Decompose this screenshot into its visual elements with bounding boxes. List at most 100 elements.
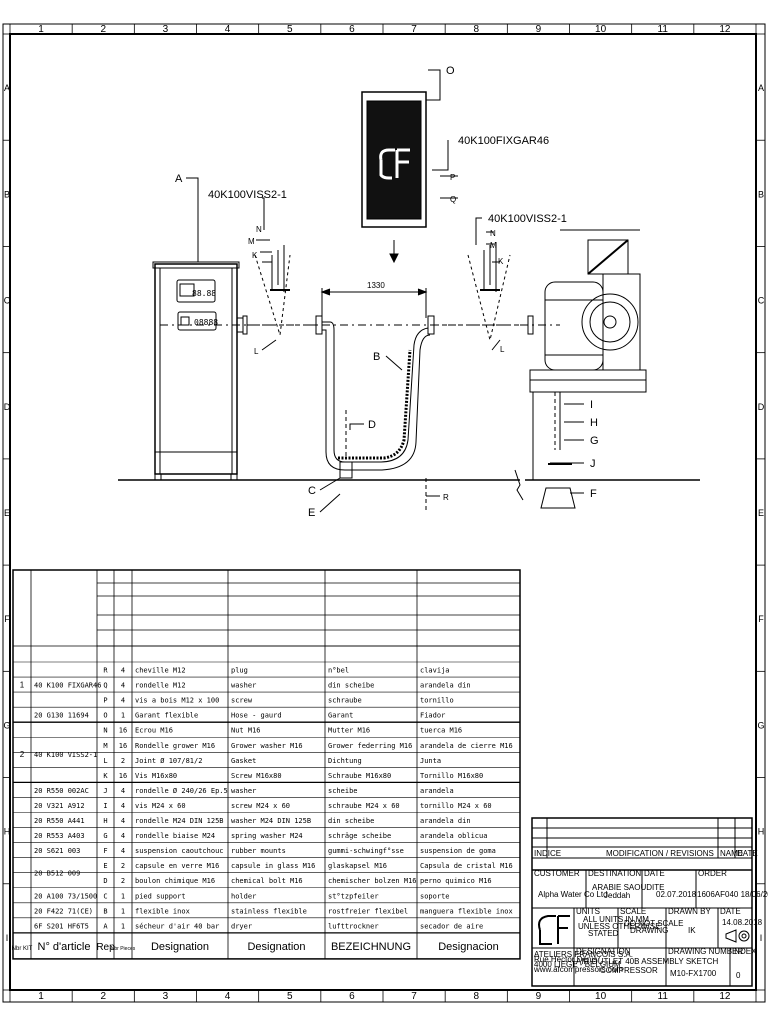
row-marker-right: I	[760, 933, 763, 943]
bom-designation-en: Screw M16x80	[231, 772, 282, 780]
flexible-hose	[315, 288, 520, 479]
bom-qty: 4	[121, 667, 125, 675]
bom-designation-fr: pied support	[135, 892, 186, 900]
callout-r: R	[443, 493, 449, 502]
bom-bezeichnung: schraube M24 x 60	[328, 802, 400, 810]
column-marker-top: 1	[38, 24, 44, 35]
bom-qty: 1	[121, 892, 125, 900]
bom-rep: H	[103, 817, 107, 825]
bom-bezeichnung: glaskapsel M16	[328, 862, 387, 870]
bom-designation-en: Gasket	[231, 757, 256, 765]
tb-units-text: ALL UNITS IN MM UNLESS OTHERWISE STATED	[578, 915, 663, 938]
bom-designacion: perno quimico M16	[420, 877, 492, 885]
assembly-label-viss-left: 40K100VISS2-1	[208, 189, 287, 201]
bom-designacion: secador de aire	[420, 922, 483, 930]
row-marker-right: C	[758, 296, 765, 306]
tb-modif-label: MODIFICATION / REVISIONS	[606, 849, 714, 858]
bom-bezeichnung: rostfreier flexibel	[328, 907, 408, 915]
bom-qty: 4	[121, 802, 125, 810]
bom-designation-fr: capsule en verre M16	[135, 862, 219, 870]
column-marker-bottom: 8	[473, 991, 479, 1002]
callout-d: D	[368, 419, 376, 431]
bom-qty: 16	[119, 772, 127, 780]
callout-k-right: K	[498, 257, 504, 266]
row-marker-left: G	[3, 720, 10, 730]
bom-designacion: manguera flexible inox	[420, 907, 513, 915]
bom-qty: 4	[121, 787, 125, 795]
bom-designation-fr: rondelle Ø 240/26 Ep.5	[135, 787, 228, 795]
bom-bezeichnung: lufttrockner	[328, 922, 379, 930]
row-marker-right: F	[758, 614, 764, 624]
callout-g: G	[590, 435, 599, 447]
tb-index-label: INDEX	[732, 947, 757, 956]
callout-l-right: L	[500, 345, 505, 354]
bom-rep: B	[103, 907, 107, 915]
bom-designacion: Fiador	[420, 712, 445, 720]
bom-rep: N	[103, 727, 107, 735]
column-marker-bottom: 5	[287, 991, 293, 1002]
column-marker-top: 5	[287, 24, 293, 35]
bom-header-nbr-kit: Nbr KIT	[12, 946, 33, 952]
tb-scale-line: DO NOT SCALE	[624, 919, 683, 928]
tb-scale-line: DRAWING	[630, 926, 668, 935]
bom-kit-article: 40 K100 FIXGAR46	[34, 682, 101, 690]
panel-counter: 08888	[194, 318, 218, 327]
column-marker-bottom: 9	[536, 991, 542, 1002]
row-marker-right: A	[758, 83, 764, 93]
bom-bezeichnung: st°tzpfeiler	[328, 892, 379, 900]
bom-bezeichnung: din scheibe	[328, 817, 374, 825]
row-marker-right: E	[758, 508, 764, 518]
bom-rep: L	[103, 757, 107, 765]
bom-rep: P	[103, 697, 107, 705]
column-marker-top: 6	[349, 24, 355, 35]
bom-designacion: Junta	[420, 757, 441, 765]
bom-header-designation-fr: Designation	[151, 941, 209, 953]
callout-m-left: M	[248, 237, 255, 246]
row-marker-left: A	[4, 83, 10, 93]
callout-e: E	[308, 507, 315, 519]
left-flange	[242, 245, 318, 336]
bom-bezeichnung: scheibe	[328, 787, 358, 795]
callout-b: B	[373, 351, 380, 363]
bom-bezeichnung: Schraube M16x80	[328, 772, 391, 780]
tb-designation: AIR OUTLET 40B ASSEMBLY SKETCH COMPRESSO…	[576, 957, 721, 975]
bom-designacion: tornillo	[420, 697, 454, 705]
bom-kit-article: 40 K100 VISS2-1	[34, 751, 97, 759]
leader-lines	[186, 69, 584, 513]
hose-guard	[361, 91, 427, 264]
tb-designation-line: AIR OUTLET 40B ASSEMBLY SKETCH	[576, 957, 718, 966]
bom-designacion: Tornillo M16x80	[420, 772, 483, 780]
bom-designacion: tuerca M16	[420, 727, 462, 735]
tb-order-label: ORDER	[698, 869, 727, 878]
tb-designation-line: COMPRESSOR	[600, 966, 658, 975]
bom-article: 20 R553 A403	[34, 832, 85, 840]
bom-rep: K	[103, 772, 108, 780]
column-marker-bottom: 6	[349, 991, 355, 1002]
callout-n-left: N	[256, 225, 262, 234]
tb-drawing-no-label: DRAWING NUMBER	[668, 947, 743, 956]
panel-display: 88.88	[192, 289, 216, 298]
bom-qty: 4	[121, 682, 125, 690]
bom-article: 20 B512 009	[34, 870, 80, 878]
column-marker-bottom: 10	[595, 991, 607, 1002]
callout-q: Q	[450, 195, 456, 204]
assembly-label-viss-right: 40K100VISS2-1	[488, 213, 567, 225]
tb-name-label: NAME	[720, 849, 743, 858]
tb-drawn-by: IK	[688, 926, 696, 935]
bom-qty: 1	[121, 907, 125, 915]
bom-article: 6F S201 HF6T5	[34, 922, 89, 930]
bom-rep: G	[103, 832, 107, 840]
bom-qty: 16	[119, 742, 127, 750]
column-marker-bottom: 3	[163, 991, 169, 1002]
column-marker-top: 11	[658, 24, 669, 35]
bom-designacion: tornillo M24 x 60	[420, 802, 492, 810]
bom-article: 20 A100 73/1500	[34, 892, 97, 900]
callout-f: F	[590, 488, 597, 500]
row-marker-left: B	[4, 189, 10, 199]
tb-date1: 02.07.2018	[656, 890, 697, 899]
bom-designation-fr: Rondelle grower M16	[135, 742, 215, 750]
bom-rep: Q	[103, 682, 107, 690]
tb-company-line: Rue Hector Denis	[534, 955, 597, 964]
